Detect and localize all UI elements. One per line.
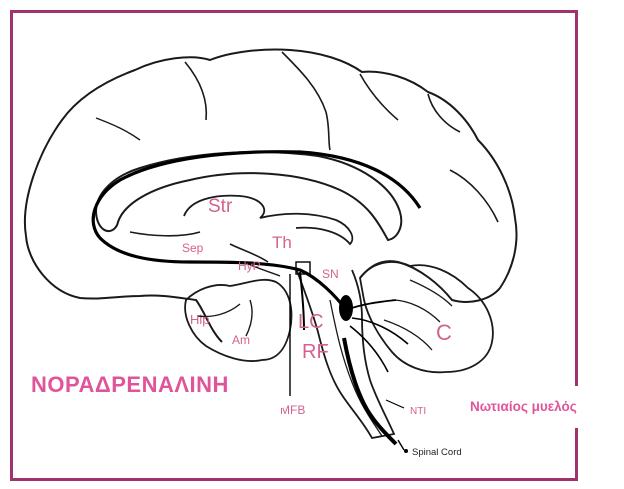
corpus-callosum xyxy=(96,152,401,240)
sulcus xyxy=(282,52,330,150)
pathway-branch xyxy=(346,300,396,310)
spinal-cord-caption: Νωτιαίος μυελός xyxy=(458,386,624,428)
sulcus xyxy=(96,118,140,140)
sulcus xyxy=(360,74,398,120)
label-c: C xyxy=(436,320,452,345)
label-nti: NTI xyxy=(410,406,426,417)
amygdala-line xyxy=(246,300,252,336)
locus-coeruleus-nucleus xyxy=(339,295,353,321)
label-mfb: MFB xyxy=(280,403,305,417)
nti-pointer xyxy=(386,400,404,408)
sulcus xyxy=(185,62,206,120)
neurotransmitter-title: ΝΟΡΑΔΡΕΝΑΛΙΝΗ xyxy=(23,362,283,408)
cerebellum-folia xyxy=(392,300,440,322)
spinal-cord-pointer xyxy=(398,440,404,450)
label-hip: Hip xyxy=(190,312,210,327)
pathway-branch xyxy=(350,326,388,372)
label-str: Str xyxy=(208,196,233,217)
label-sn: SN xyxy=(322,267,339,281)
label-sep: Sep xyxy=(182,241,204,255)
septum-line xyxy=(130,232,200,236)
label-am: Am xyxy=(232,333,250,347)
label-th: Th xyxy=(272,233,292,252)
label-hyp: HyP xyxy=(238,259,261,273)
sulcus xyxy=(450,170,498,222)
cerebellum-folia xyxy=(384,320,432,350)
noradrenergic-pathway xyxy=(93,152,420,310)
label-rf: RF xyxy=(302,341,329,363)
label-spinal-cord: Spinal Cord xyxy=(412,447,462,458)
cerebellum xyxy=(360,262,493,372)
spinal-cord-dot xyxy=(404,449,408,453)
pathway-branch xyxy=(352,318,408,344)
label-lc: LC xyxy=(298,311,324,333)
descending-tract xyxy=(344,338,396,444)
